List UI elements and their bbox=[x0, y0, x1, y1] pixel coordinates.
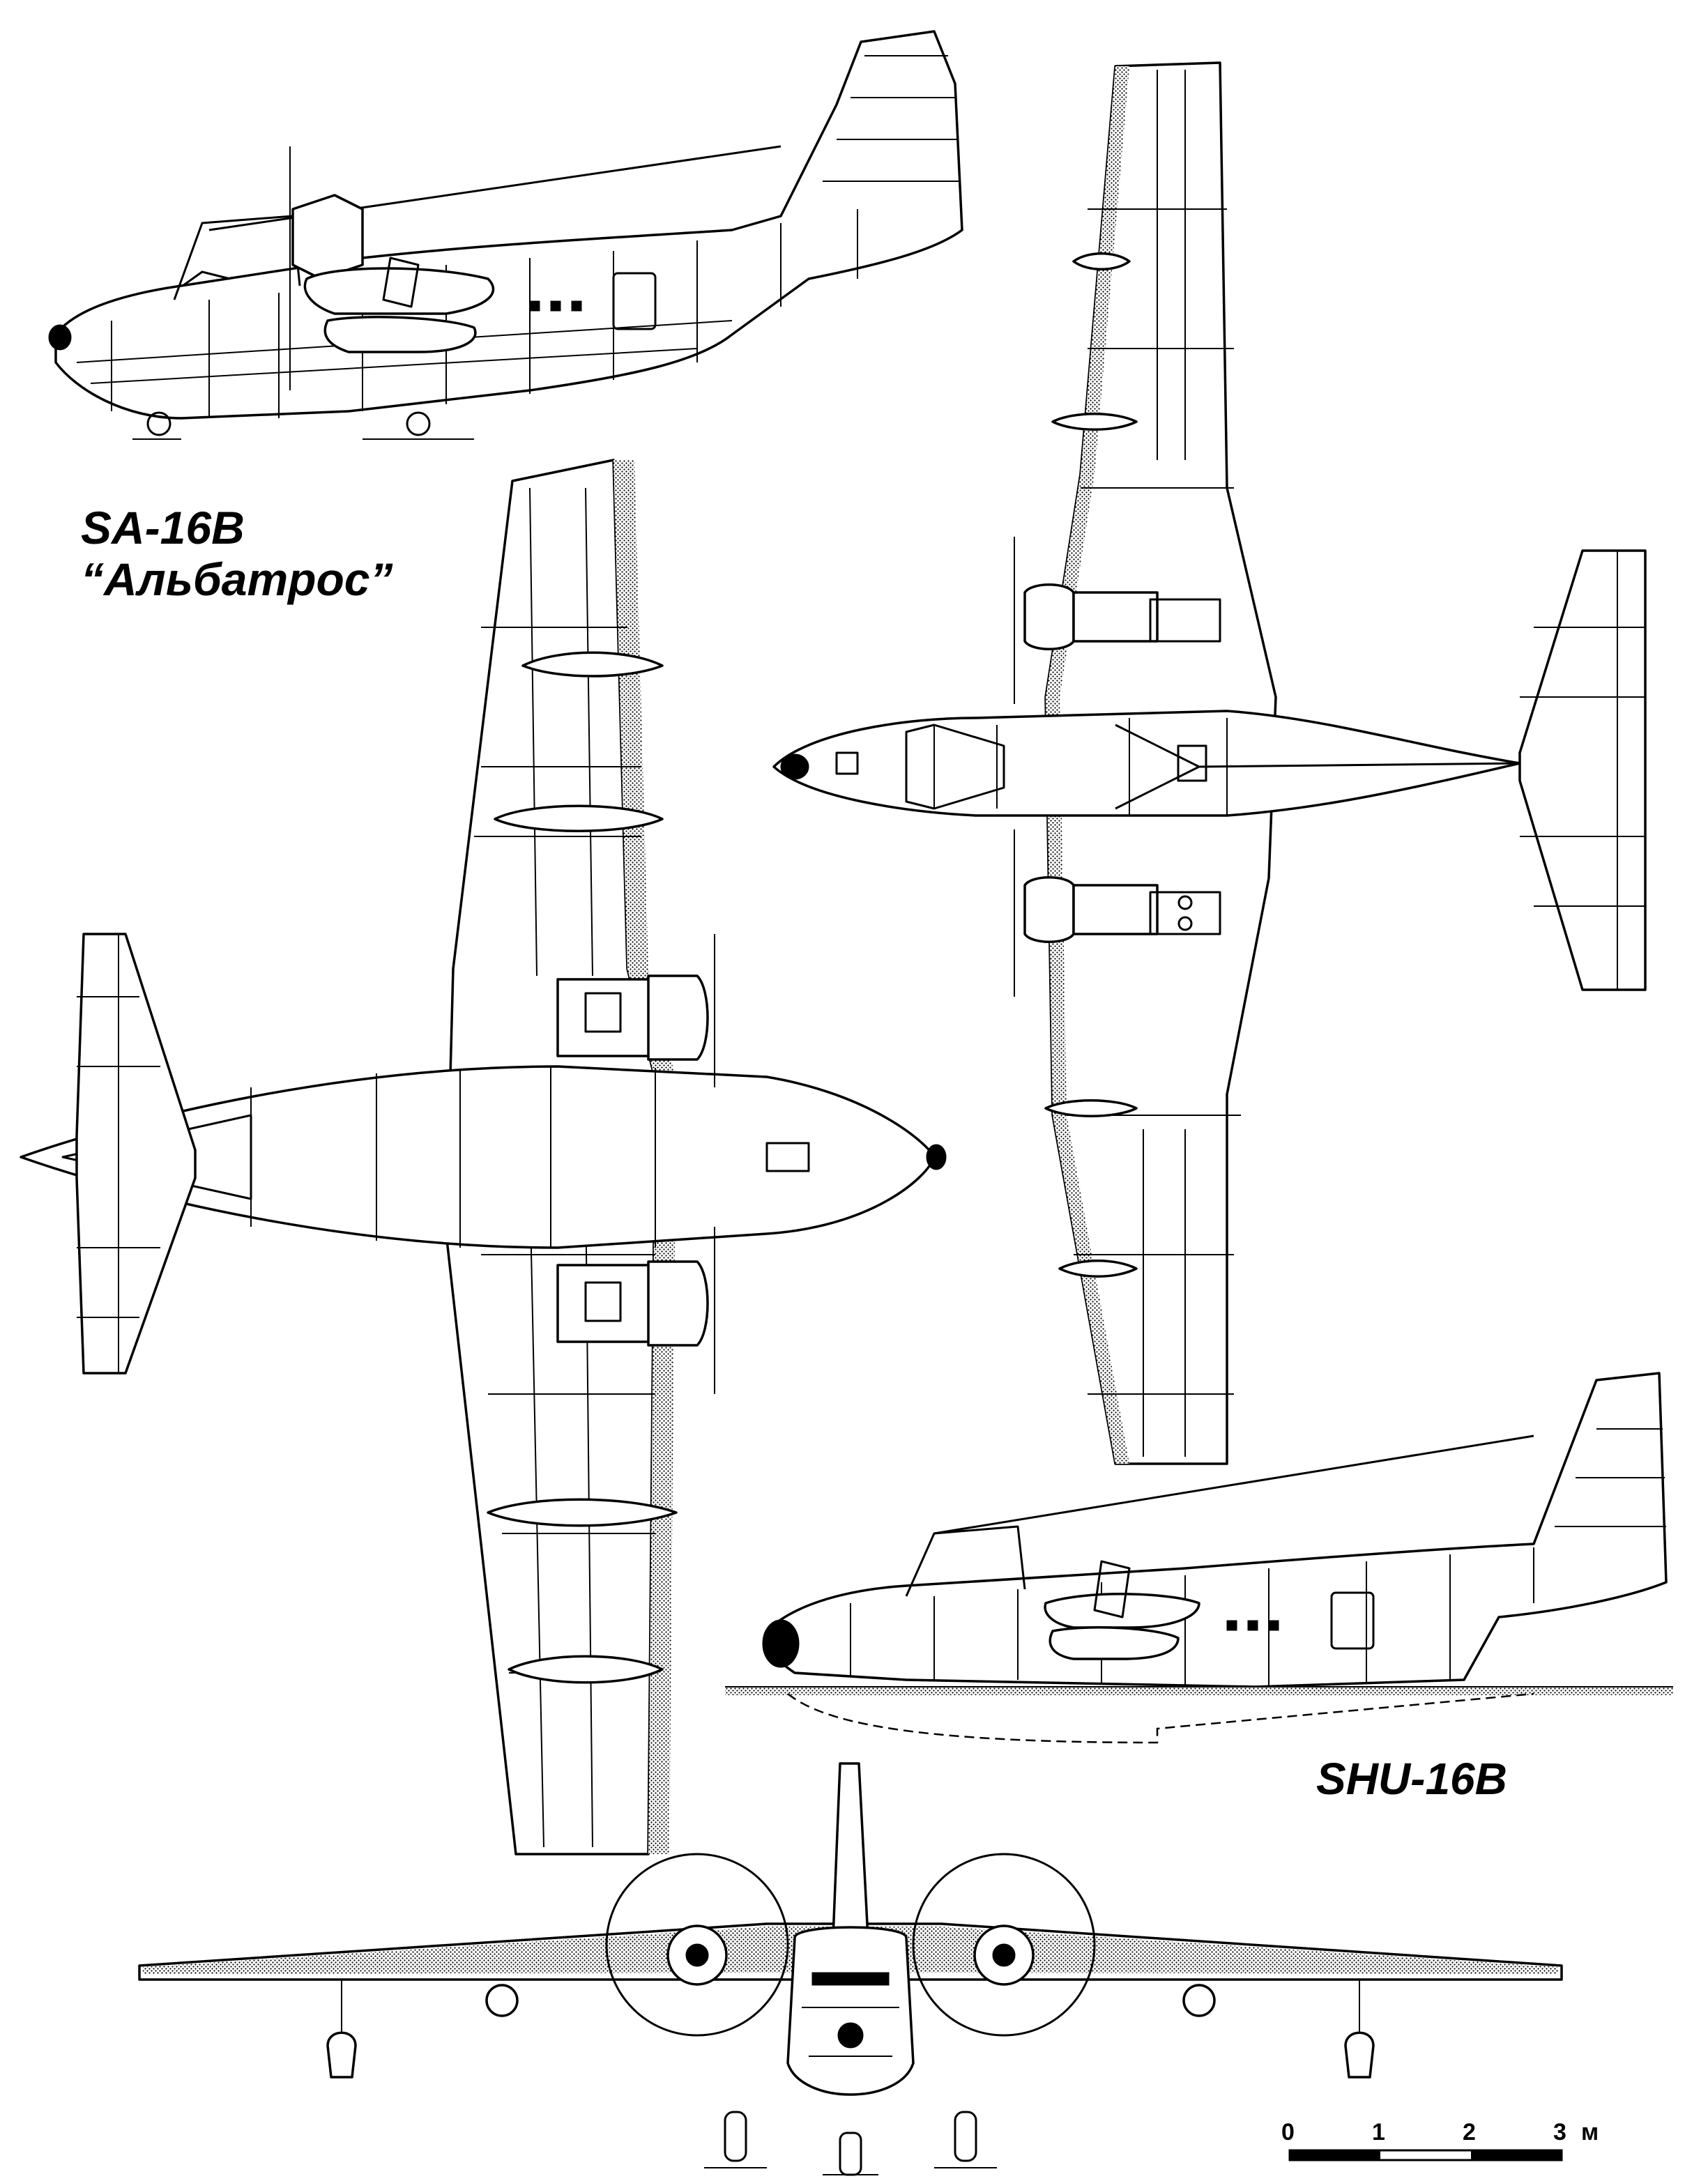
scale-tick-3: 3 bbox=[1553, 2119, 1566, 2145]
caption-sa16b-block: SA-16B “Альбатрос” bbox=[81, 502, 393, 605]
plan-view-right bbox=[772, 61, 1647, 1465]
scale-tick-2: 2 bbox=[1463, 2119, 1476, 2145]
caption-aircraft-secondary: SHU-16B bbox=[1316, 1754, 1507, 1804]
scale-bar bbox=[1288, 2149, 1563, 2161]
side-view-sa16b bbox=[48, 30, 963, 440]
side-view-shu16b bbox=[725, 1372, 1673, 1744]
scale-tick-0: 0 bbox=[1281, 2119, 1295, 2145]
scale-unit: м bbox=[1581, 2119, 1599, 2145]
caption-aircraft-primary: SA-16B bbox=[81, 502, 245, 553]
front-view bbox=[138, 1762, 1563, 2176]
scale-tick-1: 1 bbox=[1372, 2119, 1385, 2145]
caption-aircraft-name: “Альбатрос” bbox=[81, 553, 393, 605]
top-view-sa16b bbox=[20, 459, 947, 1855]
